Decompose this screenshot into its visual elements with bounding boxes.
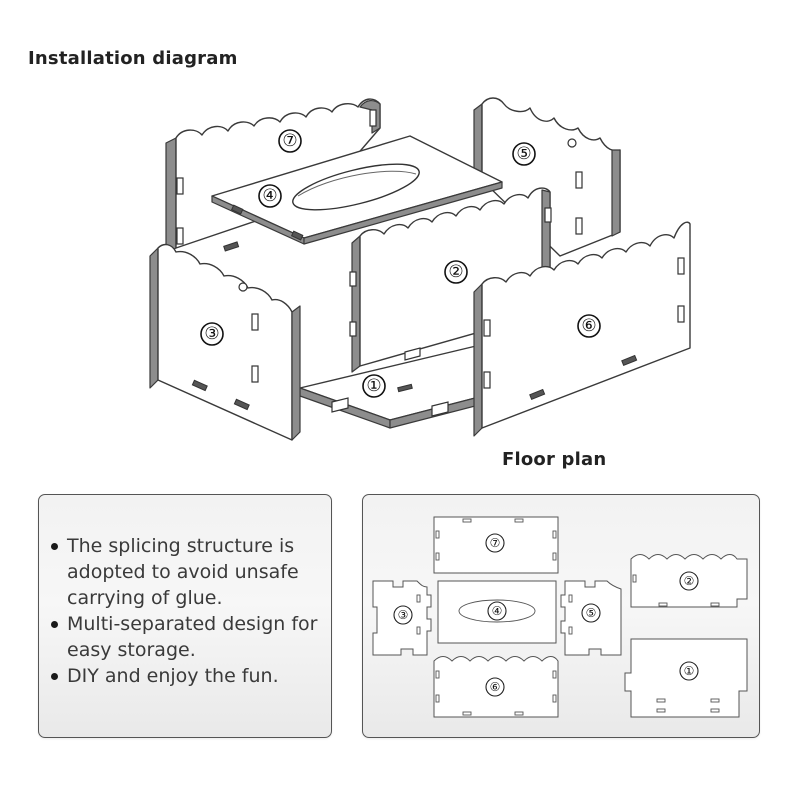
svg-text:⑥: ⑥ (581, 316, 596, 336)
feature-item: DIY and enjoy the fun. (49, 663, 327, 689)
part-7-marker (278, 129, 302, 153)
features-panel: The splicing structure is adopted to avo… (38, 494, 332, 738)
part-3-marker (200, 322, 224, 346)
svg-text:②: ② (684, 574, 695, 588)
panel-5: ⑤ (473, 97, 621, 257)
panel-3: ③ (149, 243, 301, 441)
floor-plan-drawing: .fp { fill: #ffffff; stroke: #555; strok… (372, 516, 748, 718)
svg-text:③: ③ (204, 324, 219, 344)
feature-item: Multi-separated design for easy storage. (49, 611, 327, 663)
part-6-marker (577, 314, 601, 338)
svg-text:⑦: ⑦ (490, 536, 501, 550)
svg-text:⑤: ⑤ (516, 144, 531, 164)
floor-part-3: ③ (372, 580, 432, 656)
svg-text:①: ① (684, 664, 695, 678)
part-4-marker (258, 184, 282, 208)
installation-diagram-title: Installation diagram (28, 48, 238, 69)
svg-text:③: ③ (398, 608, 409, 622)
svg-text:④: ④ (492, 604, 503, 618)
svg-text:⑥: ⑥ (490, 680, 501, 694)
floor-plan-panel: .fp { fill: #ffffff; stroke: #555; strok… (362, 494, 760, 738)
svg-text:⑤: ⑤ (586, 606, 597, 620)
features-list: The splicing structure is adopted to avo… (49, 533, 327, 689)
floor-plan-title: Floor plan (502, 449, 607, 470)
part-5-marker (512, 142, 536, 166)
svg-text:②: ② (448, 262, 463, 282)
panel-4: ④ (211, 135, 503, 245)
svg-text:①: ① (366, 376, 381, 396)
panel-6: ⑥ (473, 221, 691, 437)
floor-part-4: ④ (437, 580, 557, 644)
part-1-marker (362, 374, 386, 398)
part-2-marker (444, 260, 468, 284)
floor-part-5: ⑤ (560, 580, 622, 656)
installation-diagram: .face { fill: #ffffff; stroke: #3a3a3a; … (149, 97, 691, 441)
floor-part-1: ① (624, 638, 748, 718)
panel-7: ⑦ (165, 98, 381, 254)
svg-text:④: ④ (262, 186, 277, 206)
feature-item: The splicing structure is adopted to avo… (49, 533, 327, 611)
floor-part-2: ② (630, 554, 748, 608)
svg-text:⑦: ⑦ (282, 131, 297, 151)
floor-part-7: ⑦ (433, 516, 559, 574)
floor-part-6: ⑥ (433, 656, 559, 718)
